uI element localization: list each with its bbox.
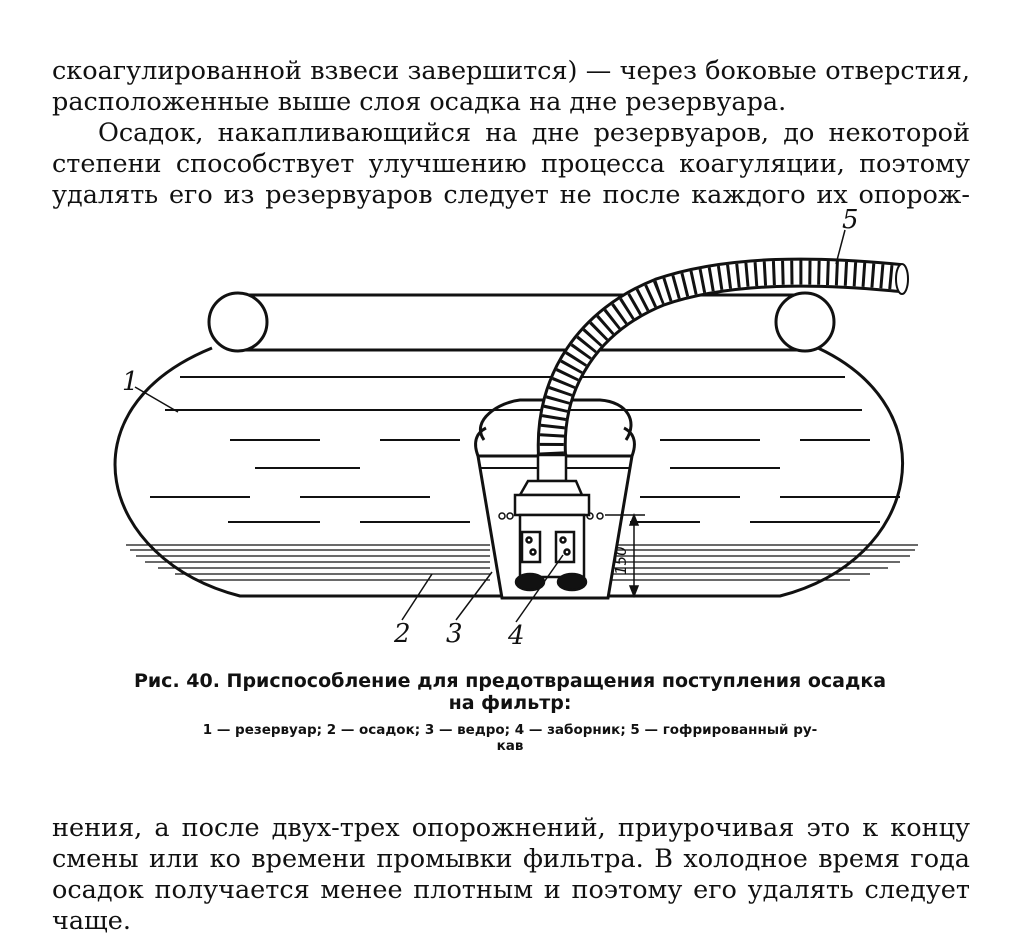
text-line: скоагулированной взвеси завершится) — че… xyxy=(52,56,970,86)
text-line: степени способствует улучшению процесса … xyxy=(52,149,970,179)
text-line: расположенные выше слоя осадка на дне ре… xyxy=(52,87,787,117)
bucket-holes xyxy=(498,512,604,520)
caption-line: на фильтр: xyxy=(448,692,572,714)
label-2: 2 xyxy=(393,619,411,649)
text-line: удалять его из резервуаров следует не по… xyxy=(52,180,970,210)
label-1: 1 xyxy=(122,367,139,397)
water-lines xyxy=(150,439,900,523)
caption-line: Рис. 40. Приспособление для предотвращен… xyxy=(133,670,887,692)
label-3: 3 xyxy=(446,619,463,649)
legend-line: кав xyxy=(496,738,524,754)
figure-caption-legend: 1 — резервуар; 2 — осадок; 3 — ведро; 4 … xyxy=(110,722,910,754)
text-line: чаще. xyxy=(52,906,131,936)
label-5: 5 xyxy=(842,205,859,235)
reservoir-rim-left xyxy=(207,291,269,353)
text-line: Осадок, накапливающийся на дне резервуар… xyxy=(98,118,970,148)
text-line: осадок получается менее плотным и поэтом… xyxy=(52,875,970,905)
text-paragraph-sediment: Осадок, накапливающийся на дне резервуар… xyxy=(52,118,970,211)
sediment-layer xyxy=(126,544,918,581)
reservoir-rim-right xyxy=(774,291,836,353)
label-4: 4 xyxy=(507,621,525,651)
dimension-label: 150 xyxy=(612,546,630,575)
figure-caption-title: Рис. 40. Приспособление для предотвращен… xyxy=(110,670,910,714)
text-paragraph-continued: нения, а после двух-трех опорожнений, пр… xyxy=(52,813,970,937)
dimension-150 xyxy=(605,512,645,599)
text-line: смены или ко времени промывки фильтра. В… xyxy=(52,844,970,874)
figure-40-diagram: 150 1 2 3 4 5 xyxy=(113,205,918,651)
text-paragraph-continuation: скоагулированной взвеси завершится) — че… xyxy=(52,56,970,118)
legend-line: 1 — резервуар; 2 — осадок; 3 — ведро; 4 … xyxy=(202,722,818,738)
text-line: нения, а после двух-трех опорожнений, пр… xyxy=(52,813,970,843)
